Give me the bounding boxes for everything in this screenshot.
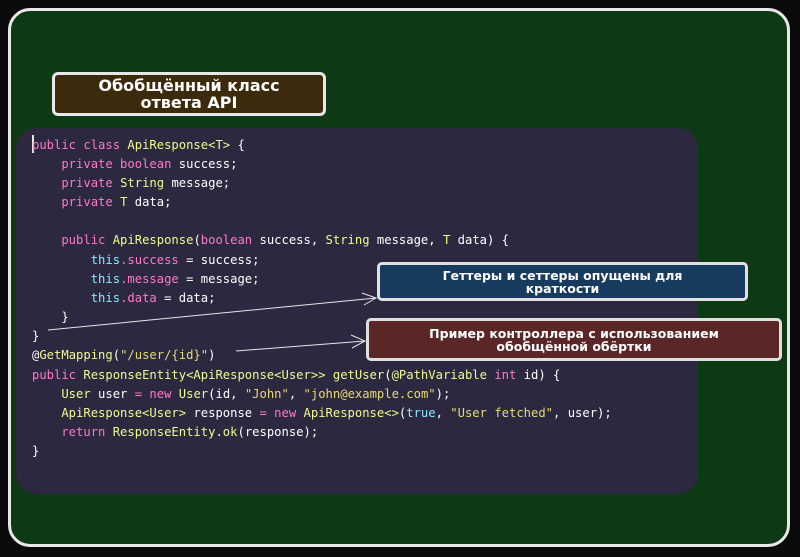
code-token: data; — [134, 195, 172, 209]
code-token: ( — [398, 406, 407, 420]
code-token: = new — [252, 406, 304, 420]
code-token: .success — [120, 253, 179, 267]
code-token: ApiResponse<T> — [127, 138, 231, 152]
code-token: ( — [112, 348, 121, 362]
code-token: ok — [222, 425, 238, 439]
code-token: User — [32, 387, 99, 401]
code-token: } — [32, 310, 69, 324]
text-cursor — [32, 135, 34, 153]
code-token: "/user/{id}" — [120, 348, 209, 362]
code-token: String — [120, 176, 172, 190]
code-token: this — [32, 253, 121, 267]
code-token: ( — [193, 233, 201, 247]
code-token: , — [435, 406, 451, 420]
code-line: @GetMapping("/user/{id}") — [32, 346, 215, 365]
code-line: } — [32, 442, 39, 461]
code-token: (id, — [208, 387, 245, 401]
slide-title-line-2: ответа API — [140, 93, 238, 112]
code-token: User — [178, 387, 209, 401]
code-token: "User fetched" — [450, 406, 554, 420]
code-token: .data — [120, 291, 157, 305]
code-token: success; — [178, 157, 238, 171]
arrow-getters-head — [361, 292, 378, 306]
code-line: ApiResponse<User> response = new ApiResp… — [32, 404, 612, 423]
code-token: { — [230, 138, 245, 152]
code-token: response — [193, 406, 253, 420]
code-token: private — [32, 195, 121, 209]
arrow-controller-line — [235, 340, 366, 352]
code-token: } — [32, 329, 40, 343]
callout-getters-line-2: краткости — [525, 280, 600, 296]
code-token: T — [442, 233, 458, 247]
code-token: ResponseEntity — [112, 425, 216, 439]
code-token: boolean — [200, 233, 260, 247]
code-token: ApiResponse<User> — [32, 406, 194, 420]
code-token: = message; — [178, 272, 260, 286]
code-token: . — [215, 425, 223, 439]
code-line: this.success = success; — [32, 251, 260, 270]
code-line: public ResponseEntity<ApiResponse<User>>… — [32, 366, 560, 385]
code-token: id) { — [523, 368, 561, 382]
code-token: public — [32, 233, 113, 247]
code-token: int — [494, 368, 524, 382]
code-token: T — [120, 195, 135, 209]
code-token: , — [288, 387, 304, 401]
code-token: = success; — [178, 253, 260, 267]
code-panel: public class ApiResponse<T> { private bo… — [16, 128, 698, 494]
code-token: message; — [171, 176, 231, 190]
code-line: this.message = message; — [32, 270, 260, 289]
code-token: ( — [384, 368, 392, 382]
code-line: public class ApiResponse<T> { — [32, 136, 245, 155]
code-token: ApiResponse — [112, 233, 194, 247]
code-line: return ResponseEntity.ok(response); — [32, 423, 318, 442]
code-token: ); — [435, 387, 451, 401]
code-token: = data; — [156, 291, 216, 305]
code-token: message, — [376, 233, 443, 247]
code-token: .message — [120, 272, 179, 286]
code-line: private String message; — [32, 174, 230, 193]
code-token: public class — [32, 138, 128, 152]
code-token: } — [32, 444, 40, 458]
code-token: "john@example.com" — [303, 387, 436, 401]
code-token: ResponseEntity<ApiResponse<User>> — [83, 368, 333, 382]
code-token: this — [32, 272, 121, 286]
code-token: ) — [208, 348, 216, 362]
code-line: User user = new User(id, "John", "john@e… — [32, 385, 450, 404]
callout-controller-line-1: Пример контроллера с использованием — [429, 325, 719, 341]
code-token: private boolean — [32, 157, 179, 171]
code-token: String — [325, 233, 377, 247]
arrow-getters-line — [47, 297, 377, 331]
code-token: (response); — [237, 425, 319, 439]
code-token: "John" — [244, 387, 289, 401]
code-token: return — [32, 425, 113, 439]
code-token: data) { — [457, 233, 510, 247]
code-line: } — [32, 327, 39, 346]
code-line: } — [32, 308, 69, 327]
code-token: @PathVariable — [391, 368, 495, 382]
slide-title-badge: Обобщённый класс ответа API — [52, 72, 326, 116]
code-token: = new — [127, 387, 179, 401]
code-token: @ — [32, 348, 40, 362]
code-token: user — [98, 387, 128, 401]
code-token: GetMapping — [39, 348, 113, 362]
code-token: true — [406, 406, 436, 420]
code-token: success, — [259, 233, 326, 247]
code-token: this — [32, 291, 121, 305]
code-line: private T data; — [32, 193, 171, 212]
slide-title-line-1: Обобщённый класс — [98, 76, 280, 95]
code-line: this.data = data; — [32, 289, 216, 308]
code-token: private — [32, 176, 121, 190]
callout-controller-example: Пример контроллера с использованием обоб… — [366, 318, 782, 361]
code-token: , user); — [553, 406, 612, 420]
callout-getters-line-1: Геттеры и сеттеры опущены для — [442, 267, 683, 283]
code-token: ApiResponse<> — [303, 406, 399, 420]
code-token: getUser — [332, 368, 385, 382]
callout-getters-setters: Геттеры и сеттеры опущены для краткости — [377, 262, 748, 301]
code-line: private boolean success; — [32, 155, 237, 174]
code-line: public ApiResponse(boolean success, Stri… — [32, 231, 509, 250]
callout-controller-line-2: обобщённой обёртки — [496, 338, 652, 354]
arrow-controller-head — [350, 334, 367, 349]
code-token: public — [32, 368, 84, 382]
